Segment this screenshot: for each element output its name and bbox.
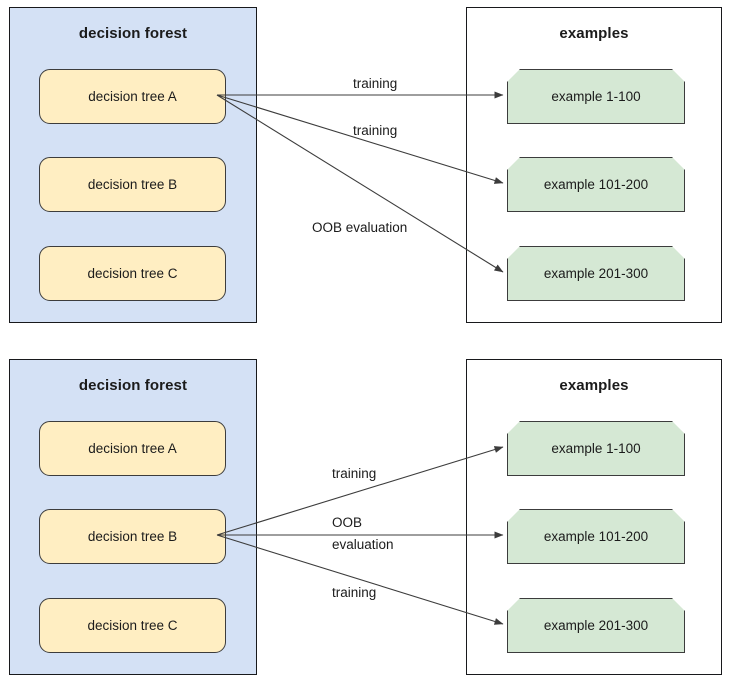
examples-panel-1: examples example 1-100 example 101-200 e… (466, 7, 722, 323)
edge-label-treeb-example3: training (332, 585, 377, 600)
example-201-300-box-2[interactable]: example 201-300 (507, 598, 685, 653)
examples-title-1: examples (559, 25, 629, 42)
edge-treea-to-example2 (216, 94, 504, 184)
example-101-200-box-2[interactable]: example 101-200 (507, 509, 685, 564)
example-1-100-box-1[interactable]: example 1-100 (507, 69, 685, 124)
edge-label-treea-example2: training (353, 123, 398, 138)
edge-label-treeb-example2-line1: OOB (332, 515, 363, 530)
decision-tree-a-box-1[interactable]: decision tree A (39, 69, 226, 124)
decision-tree-c-box-1[interactable]: decision tree C (39, 246, 226, 301)
edge-label-treea-example3: OOB evaluation (312, 220, 408, 235)
decision-tree-c-box-2[interactable]: decision tree C (39, 598, 226, 653)
decision-forest-title-1: decision forest (78, 25, 188, 42)
example-1-100-box-2[interactable]: example 1-100 (507, 421, 685, 476)
example-101-200-box-1[interactable]: example 101-200 (507, 157, 685, 212)
decision-forest-title-2: decision forest (78, 377, 188, 394)
diagram-tree-b-oob: decision forest decision tree A decision… (0, 352, 737, 682)
edge-treea-to-example3 (216, 94, 504, 273)
decision-forest-panel-2: decision forest decision tree A decision… (9, 359, 257, 675)
edge-label-treeb-example2-line2: evaluation (332, 537, 394, 552)
example-201-300-box-1[interactable]: example 201-300 (507, 246, 685, 301)
examples-panel-2: examples example 1-100 example 101-200 e… (466, 359, 722, 675)
edge-label-treeb-example1: training (332, 466, 377, 481)
decision-forest-panel-1: decision forest decision tree A decision… (9, 7, 257, 323)
decision-tree-b-box-2[interactable]: decision tree B (39, 509, 226, 564)
examples-title-2: examples (559, 377, 629, 394)
diagram-tree-a-oob: decision forest decision tree A decision… (0, 0, 737, 330)
edge-label-treea-example1: training (353, 76, 398, 91)
decision-tree-b-box-1[interactable]: decision tree B (39, 157, 226, 212)
decision-tree-a-box-2[interactable]: decision tree A (39, 421, 226, 476)
